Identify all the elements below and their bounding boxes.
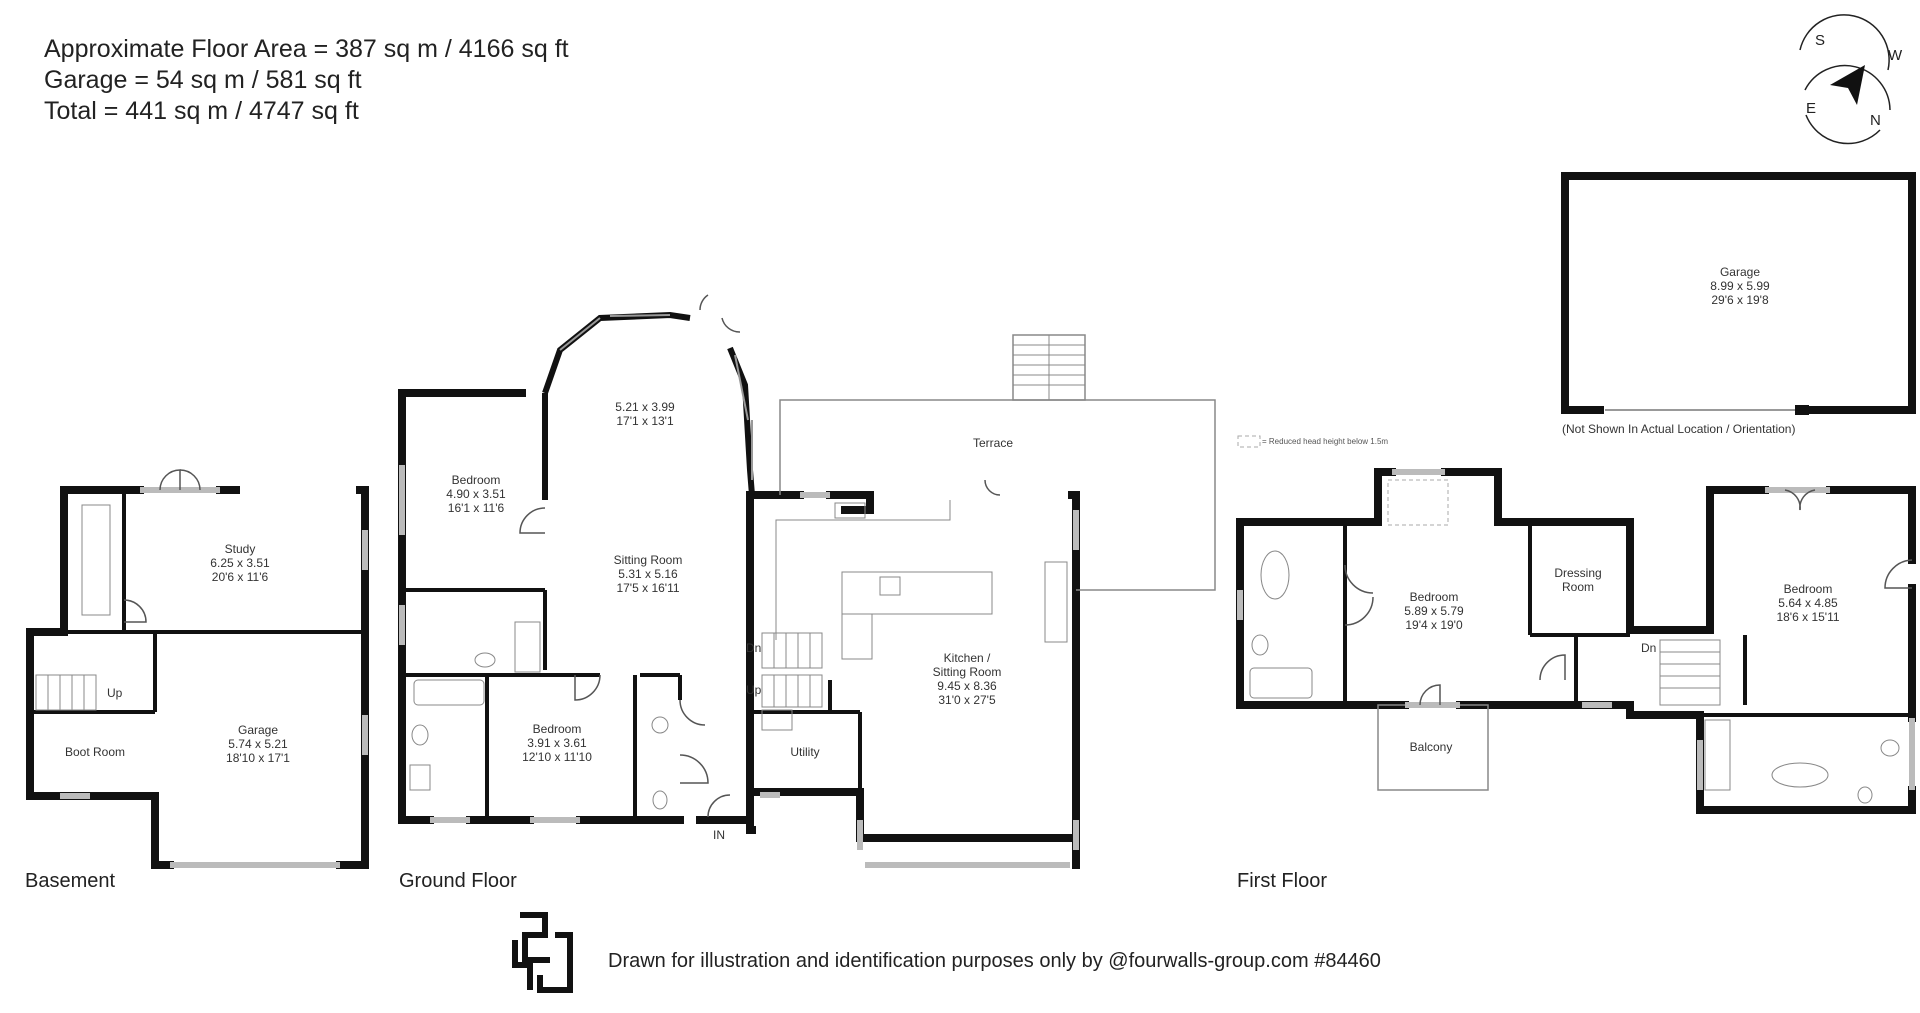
- gf-stairs-down-label: Dn: [746, 641, 762, 655]
- disclaimer-text: Drawn for illustration and identificatio…: [608, 950, 1381, 972]
- room-boot-room: Boot Room: [64, 745, 126, 759]
- windows: [60, 465, 1915, 868]
- bay-window-glazing: [559, 314, 753, 480]
- garage-location-note: (Not Shown In Actual Location / Orientat…: [1562, 422, 1796, 436]
- reduced-height-areas: [1237, 435, 1449, 526]
- doors: [123, 294, 1913, 818]
- garage-area-summary: Garage = 54 sq m / 581 sq ft: [44, 66, 362, 94]
- floor-label-basement: Basement: [25, 870, 116, 892]
- basement-stairs-up-label: Up: [107, 686, 123, 700]
- reduced-height-legend: = Reduced head height below 1.5m: [1262, 437, 1389, 446]
- compass-west-label: W: [1888, 47, 1903, 64]
- kitchen-units: [775, 500, 1068, 660]
- compass-north-label: N: [1870, 112, 1881, 129]
- floor-area-summary: Approximate Floor Area = 387 sq m / 4166…: [44, 35, 569, 63]
- detached-garage-walls: [1561, 172, 1916, 414]
- garage-pillar: [1795, 405, 1809, 415]
- gf-stairs-up-label: Up: [746, 683, 762, 697]
- compass-east-label: E: [1806, 100, 1817, 117]
- entrance-label: IN: [713, 828, 725, 842]
- ff-stairs-down-label: Dn: [1641, 641, 1657, 655]
- internal-walls: [30, 490, 1912, 820]
- basement-walls: [26, 486, 369, 869]
- compass-south-label: S: [1815, 32, 1826, 49]
- terrace-outline: [779, 334, 1216, 591]
- compass-icon: [1799, 14, 1891, 145]
- floor-label-first: First Floor: [1237, 870, 1327, 892]
- bathroom-fixtures: [81, 504, 1900, 810]
- floor-label-ground: Ground Floor: [399, 870, 517, 892]
- terrace-steps: [1013, 335, 1085, 400]
- total-area-summary: Total = 441 sq m / 4747 sq ft: [44, 97, 359, 125]
- room-utility: Utility: [790, 745, 820, 759]
- room-terrace: Terrace: [972, 436, 1014, 450]
- stairs: [35, 632, 1721, 711]
- fourwalls-logo-icon: [512, 912, 573, 993]
- room-balcony: Balcony: [1409, 740, 1453, 754]
- ground-floor-walls: [398, 389, 1080, 869]
